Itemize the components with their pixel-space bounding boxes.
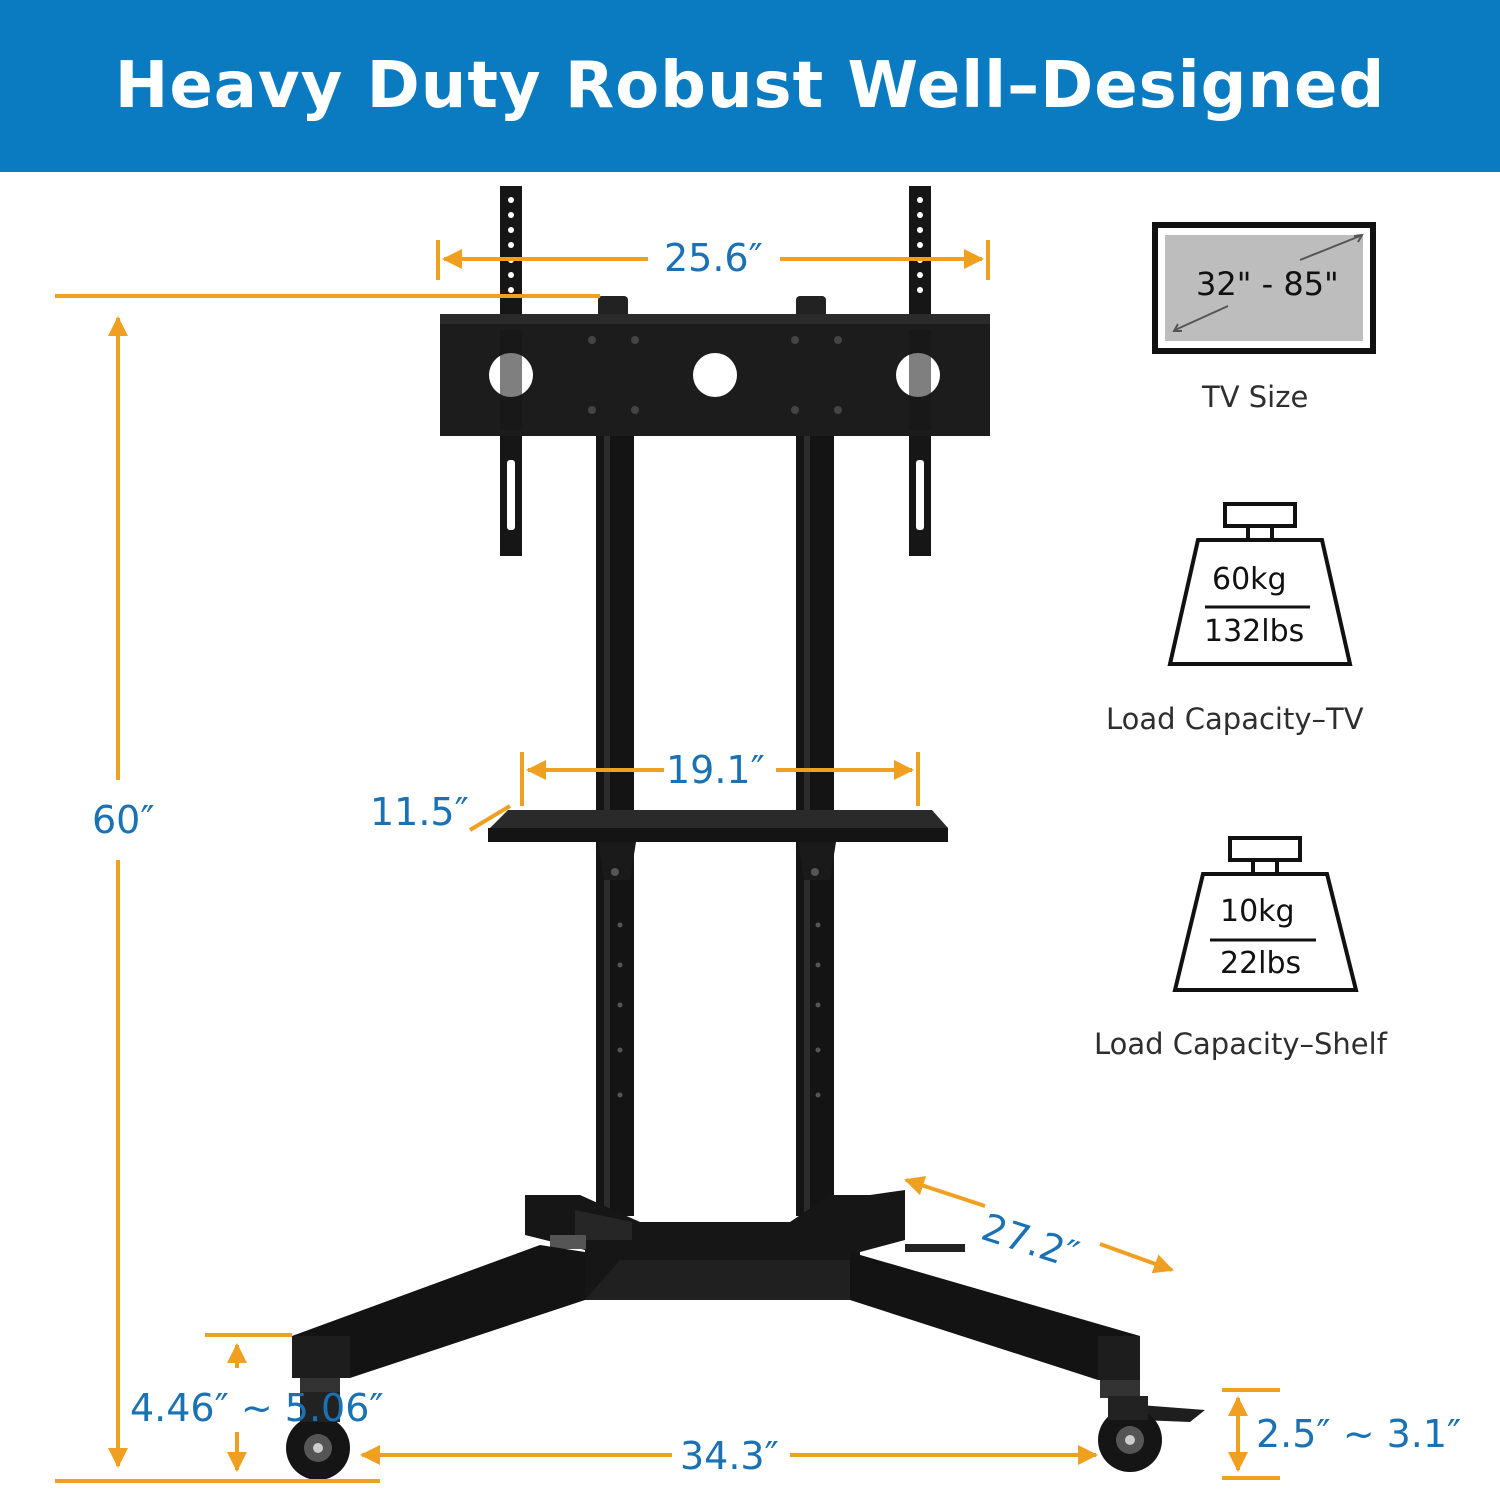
front-clearance-label: 4.46″ ~ 5.06″ [130,1386,384,1430]
tv-load-label: Load Capacity–TV [1106,702,1364,736]
weight-icon [1167,502,1353,666]
left-caster [286,1378,350,1480]
caster-height-label: 2.5″ ~ 3.1″ [1256,1412,1462,1456]
shelf-depth-label: 11.5″ [370,790,469,834]
banner-title: Heavy Duty Robust Well–Designed [114,49,1386,123]
mount-width-label: 25.6″ [664,236,763,280]
tv-size-label: TV Size [1202,380,1309,414]
shelf-load-label: Load Capacity–Shelf [1094,1027,1387,1061]
shelf [490,810,948,828]
base-width-label: 34.3″ [680,1434,779,1478]
tv-load-kg: 60kg [1212,562,1287,597]
right-caster [1098,1380,1205,1472]
shelf-load-lbs: 22lbs [1220,946,1302,981]
header-banner: Heavy Duty Robust Well–Designed [0,0,1500,172]
tv-screen-icon [1152,222,1376,354]
left-leg [292,1245,585,1378]
dimension-lines [55,240,1280,1483]
tv-size-range: 32" - 85" [1196,265,1339,303]
shelf-width-label: 19.1″ [666,748,765,792]
stand [286,186,1205,1480]
weight-icon [1172,836,1359,992]
tv-load-lbs: 132lbs [1204,614,1305,649]
shelf-load-kg: 10kg [1220,894,1295,929]
total-height-label: 60″ [92,798,155,842]
right-leg [850,1252,1140,1380]
